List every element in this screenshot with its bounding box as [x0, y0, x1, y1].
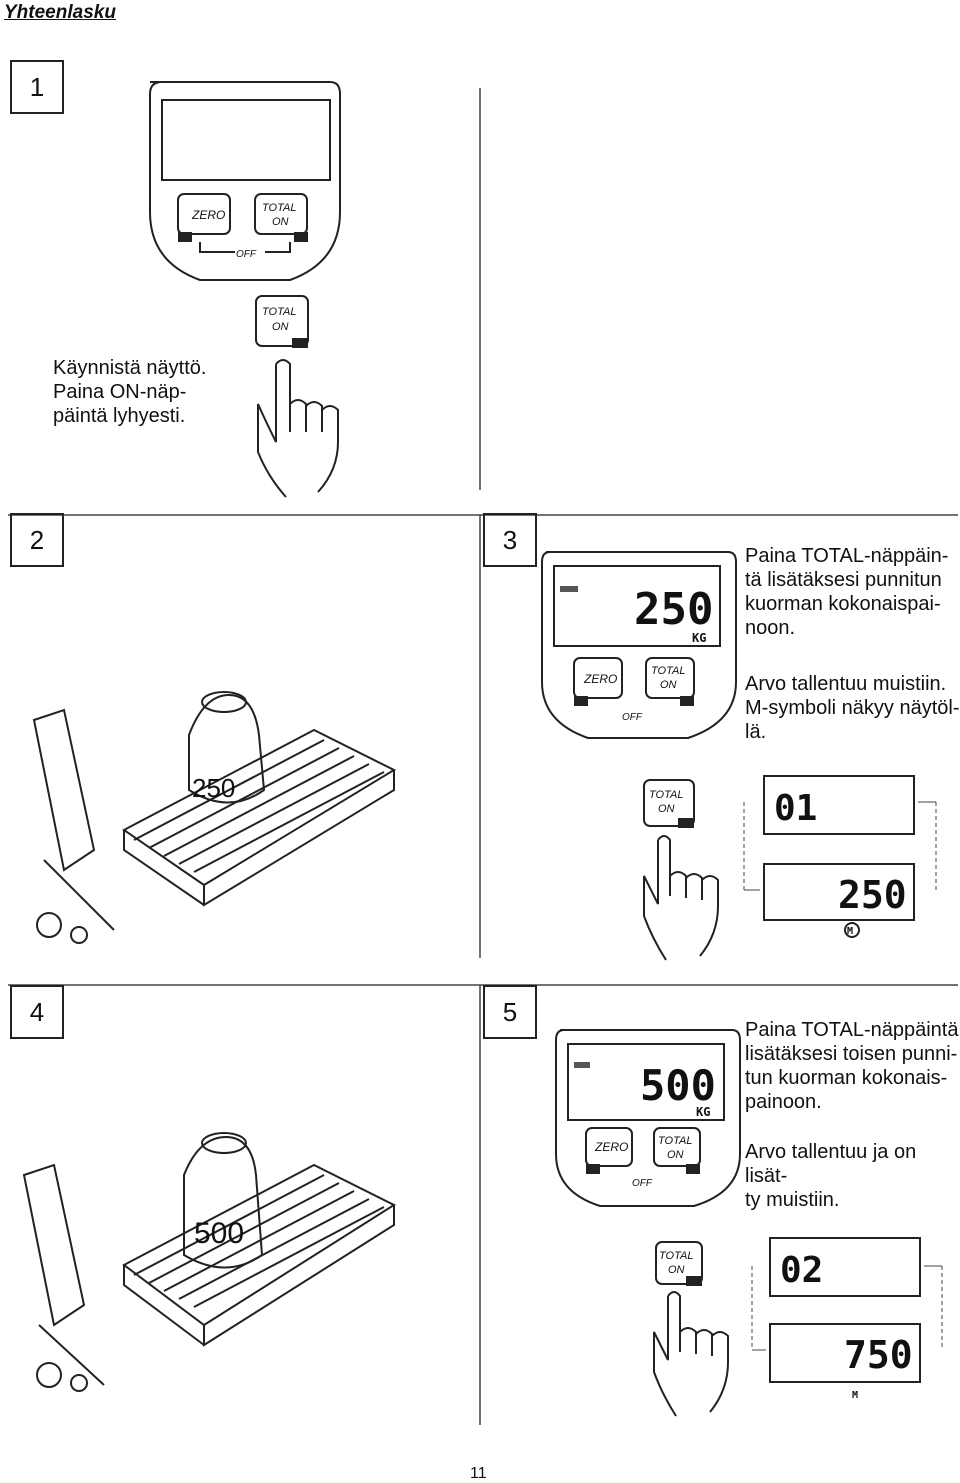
total-key-press-3: TOTAL ON — [643, 779, 719, 961]
svg-text:01: 01 — [774, 788, 817, 829]
display-value-step3: 250 — [634, 584, 713, 635]
svg-text:ON: ON — [658, 803, 675, 815]
display-value-step5: 500 — [640, 1061, 716, 1110]
pallet-truck-500: 500 — [22, 1132, 397, 1392]
weight-250-label: 250 — [192, 773, 235, 803]
svg-text:ZERO: ZERO — [583, 672, 617, 686]
page-title: Yhteenlasku — [4, 2, 116, 23]
step-number-3: 3 — [483, 513, 537, 567]
svg-text:TOTAL: TOTAL — [649, 789, 683, 801]
scale-indicator-step5: 500 KG ZERO TOTAL ON OFF — [555, 1029, 741, 1207]
step-3-note: Arvo tallentuu muistiin. M-symboli näkyy… — [745, 673, 960, 743]
svg-text:OFF: OFF — [236, 249, 257, 260]
svg-text:ON: ON — [660, 679, 677, 691]
stored-value-step5: 750 — [844, 1333, 913, 1377]
page-number: 11 — [470, 1465, 487, 1482]
step-number-2: 2 — [10, 513, 64, 567]
zero-key-label: ZERO — [191, 208, 225, 222]
svg-text:OFF: OFF — [622, 712, 643, 723]
display-sequence-step5: 02 750 M — [751, 1237, 943, 1401]
svg-text:TOTAL: TOTAL — [658, 1135, 692, 1147]
svg-text:ON: ON — [272, 216, 289, 228]
svg-text:KG: KG — [692, 631, 706, 645]
step-5-instruction: Paina TOTAL-näppäintä lisätäksesi toisen… — [745, 1019, 959, 1113]
svg-text:TOTAL: TOTAL — [262, 202, 296, 214]
display-sequence-step3: 01 250 M — [743, 775, 937, 938]
scale-indicator-step3: 250 KG ZERO TOTAL ON OFF — [541, 551, 737, 739]
svg-text:ON: ON — [668, 1264, 685, 1276]
svg-text:TOTAL: TOTAL — [659, 1250, 693, 1262]
stored-value-step3: 250 — [838, 873, 907, 917]
weight-500-label: 500 — [194, 1217, 244, 1250]
step-number-4: 4 — [10, 985, 64, 1039]
total-key-press-5: TOTAL ON — [653, 1241, 729, 1417]
total-key-press-1: TOTAL ON — [255, 295, 339, 498]
svg-text:M: M — [847, 926, 853, 937]
svg-text:OFF: OFF — [632, 1178, 653, 1189]
svg-text:TOTAL: TOTAL — [262, 306, 296, 318]
svg-text:KG: KG — [696, 1105, 710, 1119]
step-number-5: 5 — [483, 985, 537, 1039]
step-number-1: 1 — [10, 60, 64, 114]
svg-text:02: 02 — [780, 1250, 823, 1291]
scale-indicator-off: ZERO TOTAL ON OFF — [149, 81, 341, 281]
svg-text:M: M — [852, 1390, 858, 1401]
pallet-truck-250: 250 — [32, 691, 397, 944]
svg-text:ZERO: ZERO — [594, 1140, 628, 1154]
svg-text:TOTAL: TOTAL — [651, 665, 685, 677]
svg-text:ON: ON — [272, 321, 289, 333]
step-3-instruction: Paina TOTAL-näppäin- tä lisätäksesi punn… — [745, 545, 949, 639]
svg-text:ON: ON — [667, 1149, 684, 1161]
step-1-instruction: Käynnistä näyttö. Paina ON-näp- päintä l… — [53, 357, 207, 427]
step-5-note: Arvo tallentuu ja on lisät- ty muistiin. — [745, 1141, 917, 1211]
